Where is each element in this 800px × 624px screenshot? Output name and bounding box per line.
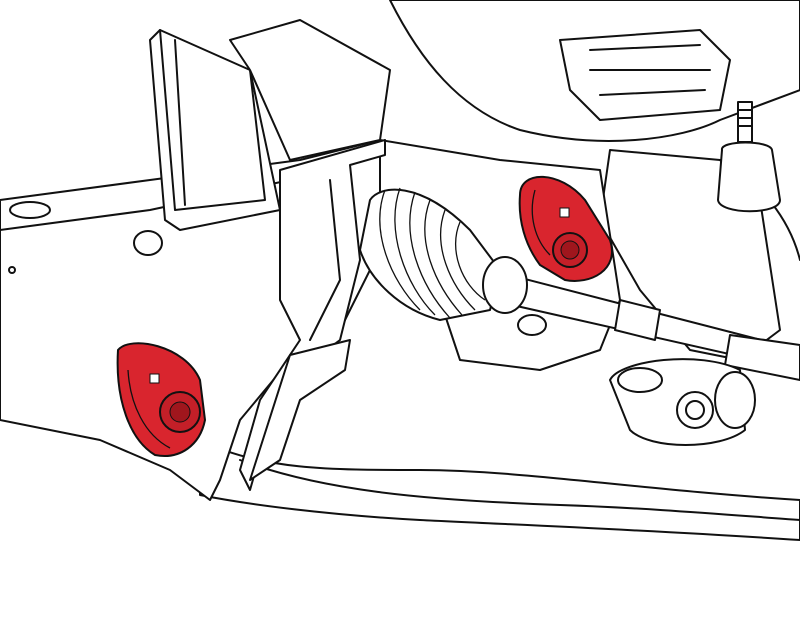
- lower-alignment-cam: [116, 342, 207, 457]
- box-top: [229, 19, 391, 161]
- tie-rod-sleeve: [724, 334, 800, 381]
- lower-control-arm: [199, 439, 800, 541]
- frame-hole: [133, 230, 163, 256]
- shield-lower: [249, 339, 351, 481]
- tie-rod-adjuster: [614, 299, 661, 341]
- rack-inner-joint: [482, 256, 528, 314]
- upper-alignment-cam: [518, 175, 613, 282]
- upper-bracket: [559, 29, 731, 121]
- tie-rod-stud: [737, 101, 753, 143]
- tie-rod-end: [717, 141, 781, 213]
- lower-arm-inner: [239, 459, 800, 521]
